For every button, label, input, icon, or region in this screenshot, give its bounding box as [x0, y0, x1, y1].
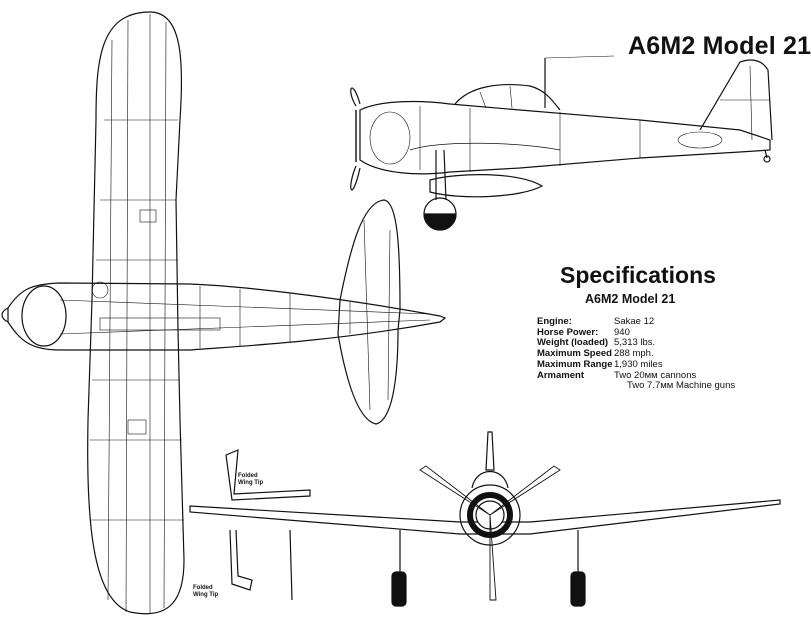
spec-row-horse-power: Horse Power: 940: [537, 326, 735, 339]
note-line: Wing Tip: [193, 592, 219, 598]
folded-wing-tip-label-top: Folded Wing Tip: [238, 473, 263, 487]
spec-value: 288 mph.: [614, 348, 654, 360]
specifications-subheading: A6M2 Model 21: [585, 292, 676, 306]
side-view-canopy: [454, 84, 561, 111]
specifications-heading: Specifications: [560, 262, 716, 288]
front-view-landing-gear: [391, 530, 586, 607]
spec-value: 5,313 lbs.: [614, 337, 656, 349]
plan-view-cowling: [21, 285, 67, 347]
front-view: [189, 431, 781, 607]
spec-value: 1,930 miles: [614, 358, 663, 370]
folded-wing-tip-detail-top: [225, 449, 311, 501]
spec-label: Weight (loaded): [537, 337, 609, 349]
spec-value: Two 20мм cannons: [614, 369, 697, 381]
side-view-fin: [699, 59, 773, 141]
spec-label: Maximum Range: [537, 358, 613, 370]
spec-value: Sakae 12: [614, 316, 655, 327]
aircraft-title: A6M2 Model 21: [628, 32, 811, 60]
spec-value: 940: [614, 326, 630, 338]
side-view: [350, 55, 773, 231]
spec-row-weight: Weight (loaded) 5,313 lbs.: [537, 338, 735, 349]
note-line: Wing Tip: [238, 480, 264, 486]
specifications-table: Engine: Sakae 12 Horse Power: 940 Weight…: [537, 316, 736, 392]
plan-view-wing: [87, 11, 185, 615]
side-view-propeller: [350, 87, 361, 191]
spec-label: Armament: [537, 369, 584, 381]
spec-armament-extra: Two 7.7мм Machine guns: [627, 380, 736, 392]
spec-row-armament: Armament Two 20мм cannons: [537, 369, 735, 382]
spec-row-engine: Engine: Sakae 12: [537, 316, 735, 328]
front-view-fin: [485, 431, 495, 471]
side-view-drop-tank: [429, 174, 544, 198]
side-view-fuselage: [359, 100, 771, 175]
side-view-landing-gear: [435, 149, 447, 201]
spec-label: Maximum Speed: [537, 348, 612, 360]
plan-view-tailplane: [337, 199, 401, 425]
plan-view-fuselage: [7, 282, 447, 351]
folded-wing-tip-detail-bottom: [229, 529, 293, 601]
plan-view-spinner: [1, 307, 9, 323]
folded-wing-tip-label-bottom: Folded Wing Tip: [193, 585, 218, 599]
note-line: Folded: [193, 585, 213, 591]
spec-row-speed: Maximum Speed 288 mph.: [537, 348, 735, 360]
spec-row-range: Maximum Range 1,930 miles: [537, 358, 735, 371]
spec-label: Horse Power:: [537, 326, 599, 338]
note-line: Folded: [238, 473, 258, 479]
plan-view: [1, 11, 447, 615]
spec-label: Engine:: [537, 316, 572, 327]
